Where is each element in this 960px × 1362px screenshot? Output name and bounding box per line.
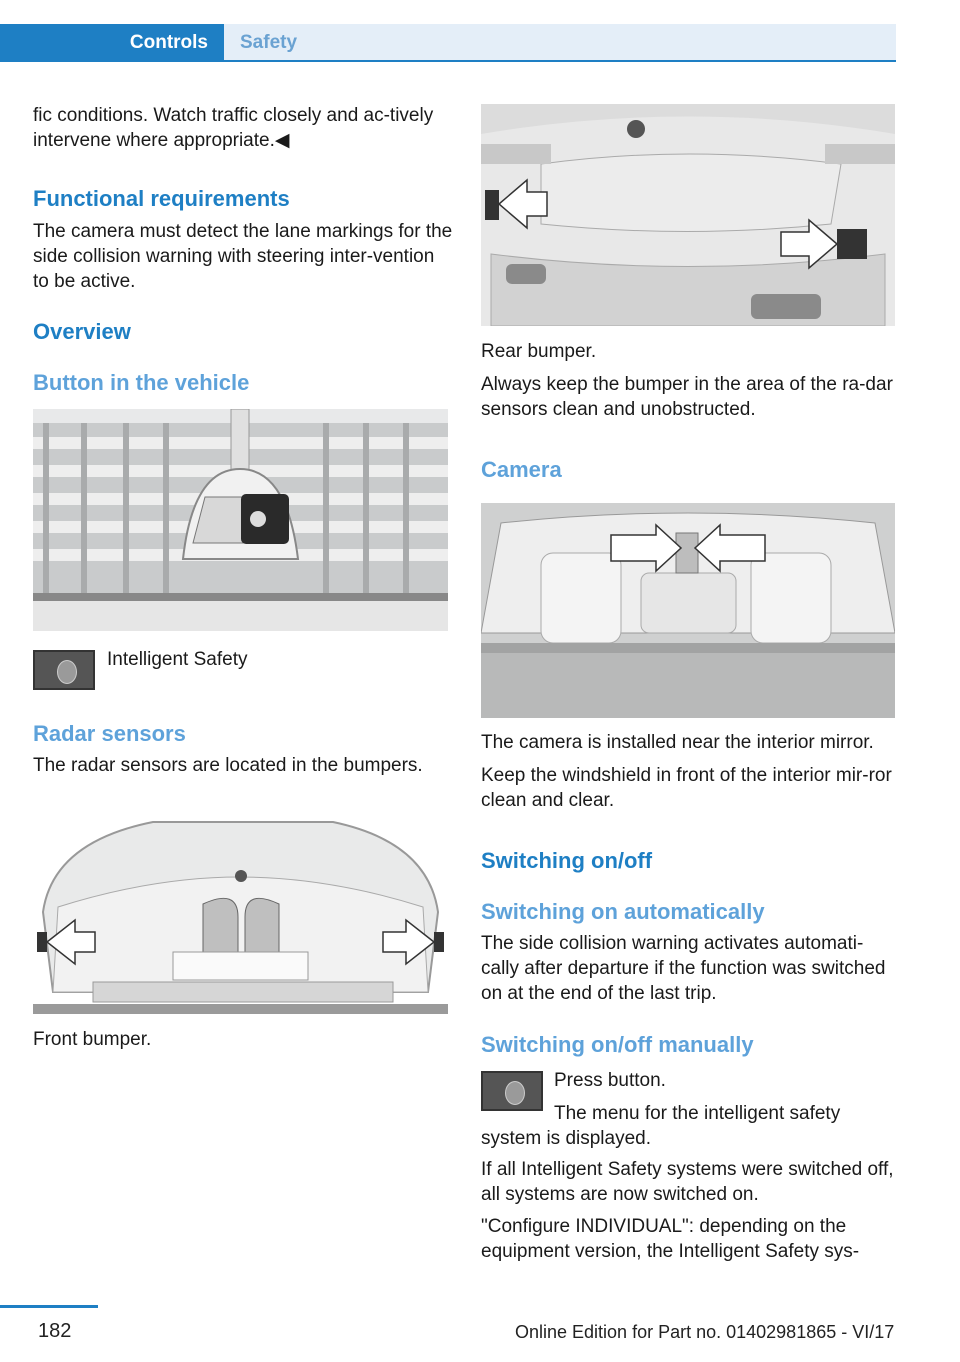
overview-heading: Overview <box>33 319 131 344</box>
button-vehicle-image <box>33 409 448 631</box>
tab-controls[interactable]: Controls <box>0 24 224 62</box>
intelligent-safety-button-icon-2 <box>481 1071 543 1111</box>
menu-displayed-text-a: The menu for the intelligent safety <box>554 1103 841 1124</box>
intelligent-safety-label: Intelligent Safety <box>107 649 248 670</box>
all-systems-text: If all Intelligent Safety systems were s… <box>481 1159 894 1205</box>
functional-requirements-heading: Functional requirements <box>33 186 290 211</box>
functional-requirements-text: The camera must detect the lane markings… <box>33 221 453 292</box>
press-button-text: Press button. <box>554 1070 666 1091</box>
camera-text-1: The camera is installed near the interio… <box>481 732 874 753</box>
page-header: Controls Safety <box>0 0 960 62</box>
footer-rule <box>0 1305 98 1308</box>
arrow-icon <box>45 918 96 966</box>
tab-safety[interactable]: Safety <box>224 24 896 62</box>
radar-sensors-heading: Radar sensors <box>33 721 186 746</box>
configure-individual-text: "Configure INDIVIDUAL": depending on the… <box>481 1216 860 1262</box>
radar-sensors-text: The radar sensors are located in the bum… <box>33 755 423 776</box>
rear-bumper-image <box>481 104 895 326</box>
rear-bumper-caption: Rear bumper. <box>481 341 597 362</box>
camera-heading: Camera <box>481 457 562 482</box>
camera-image <box>481 503 895 718</box>
header-rule <box>224 60 896 62</box>
intro-paragraph: fic conditions. Watch traffic closely an… <box>33 105 434 151</box>
camera-text-2: Keep the windshield in front of the inte… <box>481 765 892 811</box>
front-bumper-caption: Front bumper. <box>33 1029 152 1050</box>
front-bumper-image <box>33 792 448 1014</box>
edition-text: Online Edition for Part no. 01402981865 … <box>515 1322 895 1342</box>
switching-on-off-manually-heading: Switching on/off manually <box>481 1032 754 1057</box>
rear-bumper-text: Always keep the bumper in the area of th… <box>481 374 893 420</box>
switching-on-off-heading: Switching on/off <box>481 848 653 873</box>
intelligent-safety-button-icon <box>33 650 95 690</box>
button-in-vehicle-heading: Button in the vehicle <box>33 370 250 395</box>
switching-on-automatically-text: The side collision warning activates aut… <box>481 933 886 1004</box>
page-number: 182 <box>38 1320 72 1342</box>
menu-displayed-text-b: system is displayed. <box>481 1128 652 1149</box>
switching-on-automatically-heading: Switching on automatically <box>481 899 765 924</box>
